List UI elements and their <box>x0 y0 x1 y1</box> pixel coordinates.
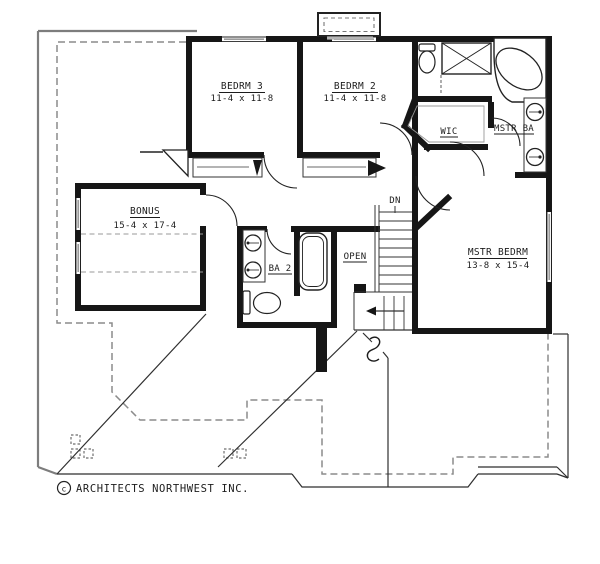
room-label-mstr-bedrm: MSTR BEDRM <box>468 247 528 258</box>
room-label-open: OPEN <box>344 252 367 262</box>
window-bedrm3 <box>222 36 266 42</box>
eave-miter-right <box>556 473 569 479</box>
wall-bonus-right-upper <box>200 183 206 195</box>
door-arcs <box>205 117 521 255</box>
wall-bonus-bottom <box>75 305 206 311</box>
wall-wic-right <box>488 102 494 128</box>
closets <box>192 157 386 178</box>
room-dims-bedrm3: 11-4 x 11-8 <box>211 94 274 104</box>
door-arc-bedrm2 <box>379 122 413 156</box>
valley-line-mid <box>382 351 389 359</box>
room-label-ba2: BA 2 <box>269 264 292 274</box>
label-underlines <box>130 92 534 275</box>
closet-door-wedge-bedrm3 <box>253 160 262 176</box>
wall-top-1 <box>186 36 222 42</box>
ridge-line-left <box>56 313 207 475</box>
wall-ba2-north-1 <box>237 226 267 232</box>
wall-stair-right <box>412 178 418 334</box>
window-bonus-upper <box>75 198 81 230</box>
room-label-bedrm3: BEDRM 3 <box>221 81 263 92</box>
stair-direction-arrowhead <box>366 306 376 316</box>
wall-master-bottom <box>412 328 552 334</box>
room-label-wic: WIC <box>440 127 457 137</box>
door-arc-bedrm3 <box>263 154 298 189</box>
copyright-icon <box>56 480 72 496</box>
wall-bonus-top <box>81 183 206 189</box>
wall-bath-south <box>418 96 492 102</box>
wall-stair-landing-block <box>354 284 366 293</box>
door-arc-ba2 <box>266 228 292 255</box>
break-symbol <box>366 336 381 362</box>
wall-right <box>546 36 552 334</box>
wall-bedrm-divider <box>297 36 303 158</box>
wall-ba2-bottom <box>237 322 337 328</box>
door-arc-wic <box>491 117 521 147</box>
door-arc-master-1 <box>415 175 451 211</box>
wall-top-3 <box>376 36 546 42</box>
door-arc-master-2 <box>449 141 485 177</box>
bonus-corner-bay <box>140 149 189 178</box>
eave-porch-bump <box>291 473 479 488</box>
wic-shelf-line <box>407 105 485 143</box>
master-vanity <box>523 97 547 173</box>
wall-hall-2 <box>297 152 380 158</box>
room-label-bedrm2: BEDRM 2 <box>334 81 376 92</box>
stairs-dn-label: DN <box>389 196 400 206</box>
chimney-dashed-inner <box>323 17 375 33</box>
copyright-symbol: c <box>61 485 66 494</box>
wall-ba2-left <box>237 226 243 328</box>
closet-bedrm3 <box>192 157 263 178</box>
wall-bedrm3-left <box>186 36 192 158</box>
stair-treads <box>379 211 412 285</box>
roof-edge-corner <box>37 465 58 476</box>
room-label-mstr-ba: MSTR BA <box>494 124 534 134</box>
ridge-line-center <box>217 330 358 468</box>
chimney-bump <box>317 12 381 40</box>
copyright-text: ARCHITECTS NORTHWEST INC. <box>76 483 249 495</box>
roof-ridge-lines <box>56 313 389 487</box>
room-dims-bonus: 15-4 x 17-4 <box>114 221 177 231</box>
master-bath-fixtures <box>407 37 547 173</box>
bathtub-ba2 <box>298 232 328 291</box>
toilet-master <box>418 43 436 74</box>
room-dims-mstr-bedrm: 13-8 x 15-4 <box>467 261 530 271</box>
wall-wic-angle-2 <box>400 121 433 153</box>
wall-tub-divider <box>294 230 300 296</box>
wall-vanity-divider <box>515 172 552 178</box>
wall-master-entry-angle <box>411 193 453 233</box>
wall-wic-south <box>424 144 488 150</box>
shower <box>441 42 492 75</box>
first-floor-dashed-outline <box>56 41 549 475</box>
closet-door-wedge-bedrm2 <box>368 160 386 176</box>
door-arc-bonus <box>205 194 238 227</box>
bonus-ceiling-dashes <box>81 233 203 273</box>
copyright: c ARCHITECTS NORTHWEST INC. <box>56 480 249 496</box>
corner-tub <box>495 47 543 91</box>
valley-line-upper <box>362 332 373 343</box>
window-bonus-lower <box>75 242 81 274</box>
toilet-ba2 <box>242 290 282 315</box>
walls <box>75 36 552 372</box>
stair-lower-treads <box>383 296 405 330</box>
wall-bonus-right-lower <box>200 226 206 311</box>
chimney-sill <box>327 36 373 40</box>
roof-outline <box>36 29 197 476</box>
room-dims-bedrm2: 11-4 x 11-8 <box>324 94 387 104</box>
wall-wic-angle-1 <box>401 95 419 130</box>
stairs <box>353 205 412 331</box>
window-master-right <box>546 212 552 282</box>
porch-posts-dashed <box>70 434 247 459</box>
roof-eave-lines <box>57 333 569 488</box>
room-label-bonus: BONUS <box>130 206 160 217</box>
wall-hall-1 <box>186 152 264 158</box>
wall-open-right <box>331 226 337 328</box>
wall-stub-below <box>316 328 327 372</box>
angled-walls <box>400 95 453 233</box>
eave-fascia-miter <box>556 466 569 479</box>
ba2-fixtures <box>242 229 328 315</box>
